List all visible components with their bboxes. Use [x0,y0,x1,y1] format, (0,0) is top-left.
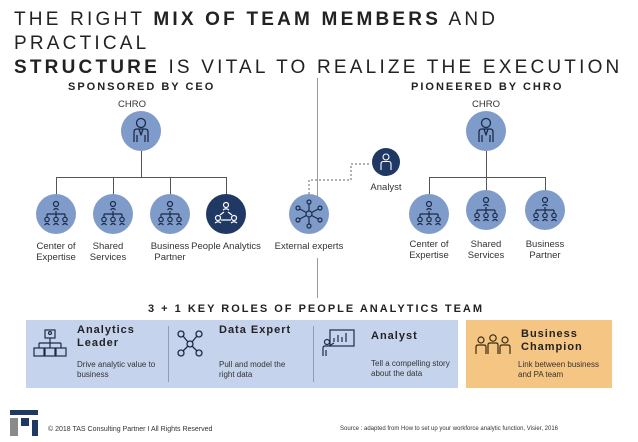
title-line2-post: IS VITAL TO REALIZE THE EXECUTION [159,57,623,78]
title-line1-bold: MIX OF TEAM MEMBERS [153,9,442,30]
business-partner-org-icon [150,194,190,234]
section-divider-lower [317,258,318,298]
presentation-board-icon [322,329,355,356]
team-group-icon [475,334,511,354]
role-desc: Link between business and PA team [518,360,599,379]
connector [545,177,546,196]
right-child-label: Business Partner [525,239,565,261]
right-heading: PIONEERED BY CHRO [411,81,564,93]
role-desc: Pull and model the right data [219,360,286,379]
right-shared-services-org-icon [466,190,506,230]
dashed-connector [308,163,370,194]
org-chart-icon [33,329,67,357]
section-divider [317,78,318,198]
connector [170,177,171,196]
left-child-label: Business Partner [150,241,190,263]
right-child-label: Center of Expertise [409,239,449,261]
tas-logo [10,410,38,436]
roles-heading: 3 + 1 KEY ROLES OF PEOPLE ANALYTICS TEAM [148,303,485,315]
connector [56,177,57,196]
connector [429,177,430,196]
connector [113,177,114,196]
people-analytics-team-icon [206,194,246,234]
left-heading: SPONSORED BY CEO [68,81,216,93]
role-title: Data Expert [219,324,292,336]
business-champion-panel [466,320,612,388]
roles-panel [26,320,458,388]
title-line2-bold: STRUCTURE [14,57,160,78]
external-experts-label: External experts [274,241,344,252]
analyst-label: Analyst [370,182,402,193]
copyright-text: © 2018 TAS Consulting Partner I All Righ… [48,426,213,433]
connector [486,177,487,196]
role-separator [168,326,169,382]
right-business-partner-org-icon [525,190,565,230]
source-text: Source : adapted from How to set up your… [340,426,559,432]
right-root-label: CHRO [472,99,500,110]
connector [141,151,142,177]
connector [226,177,227,196]
network-nodes-icon [177,330,203,357]
right-center-of-expertise-org-icon [409,194,449,234]
left-root-label: CHRO [118,99,146,110]
analyst-person-icon [372,148,400,176]
title-line1-post: AND PRACTICAL [14,9,499,54]
page-title: THE RIGHT MIX OF TEAM MEMBERS AND PRACTI… [14,8,624,80]
left-chro-person-icon [121,111,161,151]
role-title: Business Champion [521,328,583,353]
title-line1-pre: THE RIGHT [14,9,154,30]
role-title: Analyst [371,330,418,342]
left-child-label: People Analytics [191,241,261,252]
right-chro-person-icon [466,111,506,151]
role-desc: Drive analytic value to business [77,360,156,379]
connector [56,177,226,178]
center-of-expertise-org-icon [36,194,76,234]
connector [486,151,487,177]
external-experts-network-icon [289,194,329,234]
role-separator [313,326,314,382]
left-child-label: Shared Services [89,241,127,263]
shared-services-org-icon [93,194,133,234]
right-child-label: Shared Services [467,239,505,261]
connector [429,177,545,178]
left-child-label: Center of Expertise [36,241,76,263]
role-title: Analytics Leader [77,324,135,349]
role-desc: Tell a compelling story about the data [371,359,450,378]
